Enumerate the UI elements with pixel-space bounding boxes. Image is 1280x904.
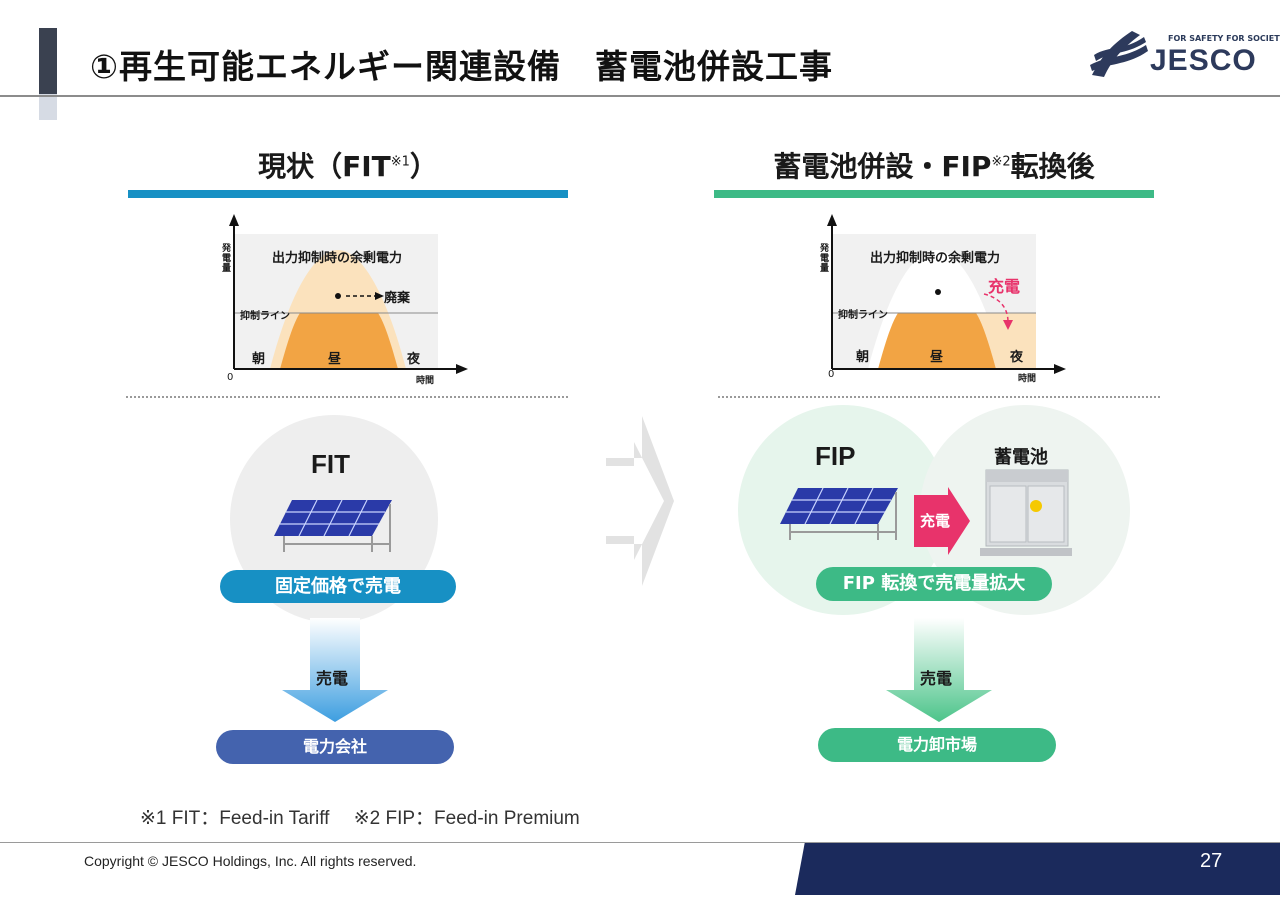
left-destination-pill: 電力会社	[216, 730, 454, 764]
left-limit-line-label: 抑制ライン	[240, 311, 290, 322]
left-down-arrow-icon	[282, 618, 388, 722]
right-morning-label: 朝	[856, 350, 870, 365]
left-heading: 現状（FIT※1）	[128, 145, 568, 185]
left-arrow-label: 売電	[316, 669, 349, 688]
copyright: Copyright © JESCO Holdings, Inc. All rig…	[84, 853, 417, 869]
right-solar-panel-icon	[780, 487, 898, 540]
page-number-band	[795, 843, 1280, 895]
right-heading-text: 蓄電池併設・FIP	[773, 150, 992, 183]
right-heading: 蓄電池併設・FIP※2転換後	[714, 145, 1154, 185]
left-dotted-divider	[126, 396, 568, 398]
left-heading-text: 現状（FIT	[258, 150, 391, 183]
left-morning-label: 朝	[252, 352, 266, 367]
right-circle-label: FIP	[815, 441, 856, 471]
right-noon-label: 昼	[930, 350, 944, 365]
right-night-label: 夜	[1010, 350, 1024, 365]
slide-title: ①再生可能エネルギー関連設備 蓄電池併設工事	[90, 47, 833, 86]
left-heading-close: ）	[409, 150, 438, 183]
right-origin-label: 0	[828, 369, 835, 380]
charge-arrow-icon	[914, 487, 970, 555]
left-discard-label: 廃棄	[384, 291, 411, 306]
left-annotation: 出力抑制時の余剰電力	[272, 251, 403, 266]
right-heading-note: ※2	[991, 154, 1011, 170]
right-charge-label: 充電	[988, 277, 1021, 296]
left-night-label: 夜	[407, 352, 421, 367]
right-battery-label: 蓄電池	[994, 447, 1048, 468]
right-dotted-divider	[718, 396, 1160, 398]
jesco-logo-icon	[1090, 31, 1148, 77]
page-number: 27	[1200, 850, 1223, 872]
left-heading-note: ※1	[390, 154, 410, 170]
title-divider	[0, 95, 1280, 97]
right-annotation: 出力抑制時の余剰電力	[870, 251, 1001, 266]
title-accent-bar-light	[39, 94, 57, 120]
right-fip-pill: FIP 転換で売電量拡大	[816, 567, 1052, 601]
right-heading-close: 転換後	[1010, 150, 1095, 183]
right-down-arrow-icon	[886, 618, 992, 722]
title-accent-bar	[39, 28, 57, 94]
logo-tagline: FOR SAFETY FOR SOCIETY	[1168, 34, 1280, 43]
solar-panel-icon	[274, 499, 392, 552]
logo-wordmark: JESCO	[1150, 44, 1257, 77]
right-x-label: 時間	[1018, 374, 1037, 384]
left-fixed-price-pill: 固定価格で売電	[220, 570, 456, 603]
left-noon-label: 昼	[328, 352, 342, 367]
battery-cabinet-icon	[980, 469, 1072, 556]
footer-divider	[0, 842, 1280, 843]
left-heading-bar	[128, 190, 568, 198]
right-arrow-label: 売電	[920, 669, 953, 688]
left-circle-label: FIT	[311, 449, 350, 479]
right-heading-bar	[714, 190, 1154, 198]
charge-arrow-label: 充電	[920, 512, 951, 530]
left-x-label: 時間	[416, 376, 435, 386]
left-origin-label: 0	[227, 372, 234, 383]
right-generation-chart	[827, 214, 1066, 374]
right-destination-pill: 電力卸市場	[818, 728, 1056, 762]
right-y-label: 発電量	[820, 244, 830, 274]
left-y-label: 発電量	[222, 244, 232, 274]
transition-chevron-icon	[606, 416, 674, 586]
right-limit-line-label: 抑制ライン	[838, 310, 888, 321]
left-generation-chart	[229, 214, 468, 374]
footnote: ※1 FIT：Feed-in Tariff ※2 FIP：Feed-in Pre…	[140, 808, 580, 829]
